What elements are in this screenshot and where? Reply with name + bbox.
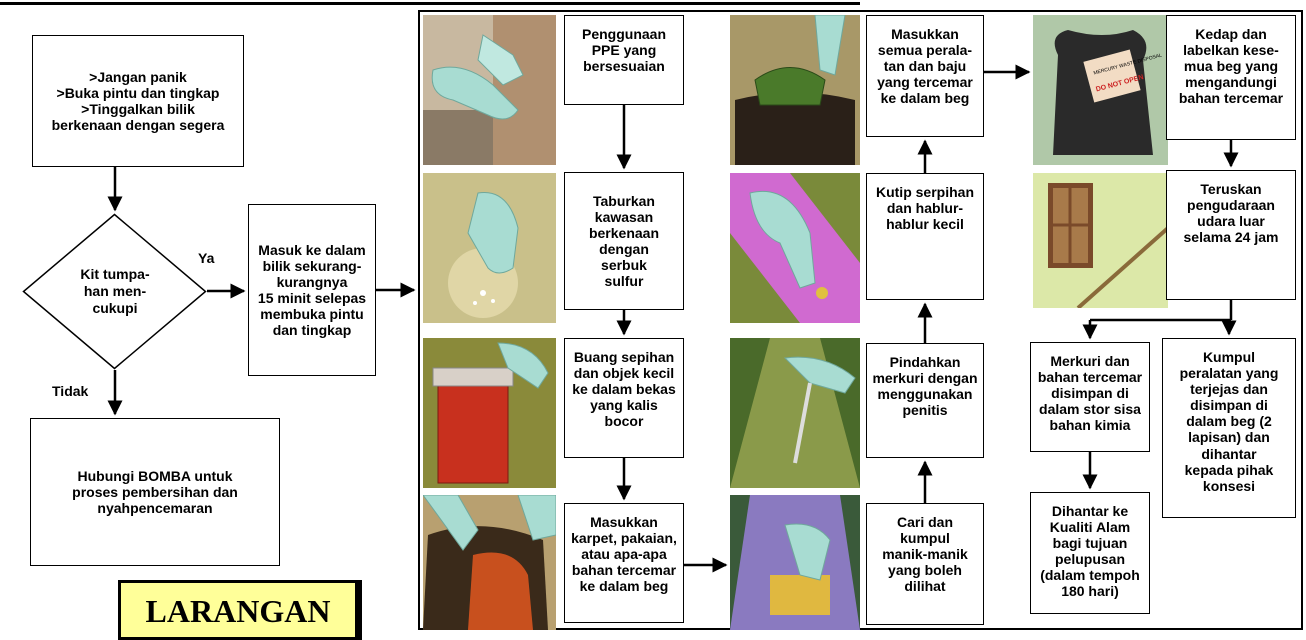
- enter-room-text: Masuk ke dalam bilik sekurang- kurangnya…: [257, 241, 367, 339]
- step-glass: Buang sepihan dan objek kecil ke dalam b…: [564, 338, 684, 458]
- call-fire-text: Hubungi BOMBA untuk proses pembersihan d…: [72, 467, 238, 517]
- photo-window: [1033, 173, 1168, 308]
- photo-pick-shards: [730, 173, 860, 323]
- step-store: Merkuri dan bahan tercemar disimpan di d…: [1030, 342, 1150, 452]
- step-carpet: Masukkan karpet, pakaian, atau apa-apa b…: [564, 503, 684, 623]
- decision-diamond: [22, 213, 207, 370]
- instructions-box: >Jangan panik >Buka pintu dan tingkap >T…: [32, 35, 244, 167]
- step-ventilate: Teruskan pengudaraan udara luar selama 2…: [1166, 170, 1296, 300]
- photo-collect-beads: [730, 495, 860, 630]
- step-shards: Kutip serpihan dan hablur- hablur kecil: [866, 173, 984, 300]
- step-seal: Kedap dan labelkan kese- mua beg yang me…: [1166, 15, 1296, 140]
- call-fire-box: Hubungi BOMBA untuk proses pembersihan d…: [30, 418, 280, 566]
- photo-sealed-bag: MERCURY WASTE DISPOSAL DO NOT OPEN: [1033, 15, 1168, 165]
- step-sulfur: Taburkan kawasan berkenaan dengan serbuk…: [564, 172, 684, 310]
- enter-room-box: Masuk ke dalam bilik sekurang- kurangnya…: [248, 204, 376, 376]
- photo-bag-clothes: [423, 495, 556, 630]
- photo-sharps-bin: [423, 338, 556, 488]
- photo-dropper: [730, 338, 860, 488]
- photo-gloves: [423, 15, 556, 165]
- step-concession: Kumpul peralatan yang terjejas dan disim…: [1162, 338, 1296, 518]
- photo-sulfur: [423, 173, 556, 323]
- photo-shoe-bag: [730, 15, 860, 165]
- step-ppe: Penggunaan PPE yang bersesuaian: [564, 15, 684, 105]
- step-bag-tools: Masukkan semua perala- tan dan baju yang…: [866, 15, 984, 137]
- decision-text: Kit tumpa- han men- cukupi: [80, 266, 150, 316]
- no-label: Tidak: [52, 383, 89, 399]
- step-kualiti: Dihantar ke Kualiti Alam bagi tujuan pel…: [1030, 492, 1150, 614]
- larangan-text: LARANGAN: [145, 593, 331, 629]
- larangan-banner: LARANGAN: [118, 580, 358, 640]
- yes-label: Ya: [198, 250, 215, 266]
- procedure-frame: [418, 10, 1303, 630]
- step-collect: Cari dan kumpul manik-manik yang boleh d…: [866, 503, 984, 625]
- instructions-text: >Jangan panik >Buka pintu dan tingkap >T…: [51, 68, 225, 134]
- step-dropper: Pindahkan merkuri dengan menggunakan pen…: [866, 343, 984, 458]
- top-rule: [0, 2, 860, 5]
